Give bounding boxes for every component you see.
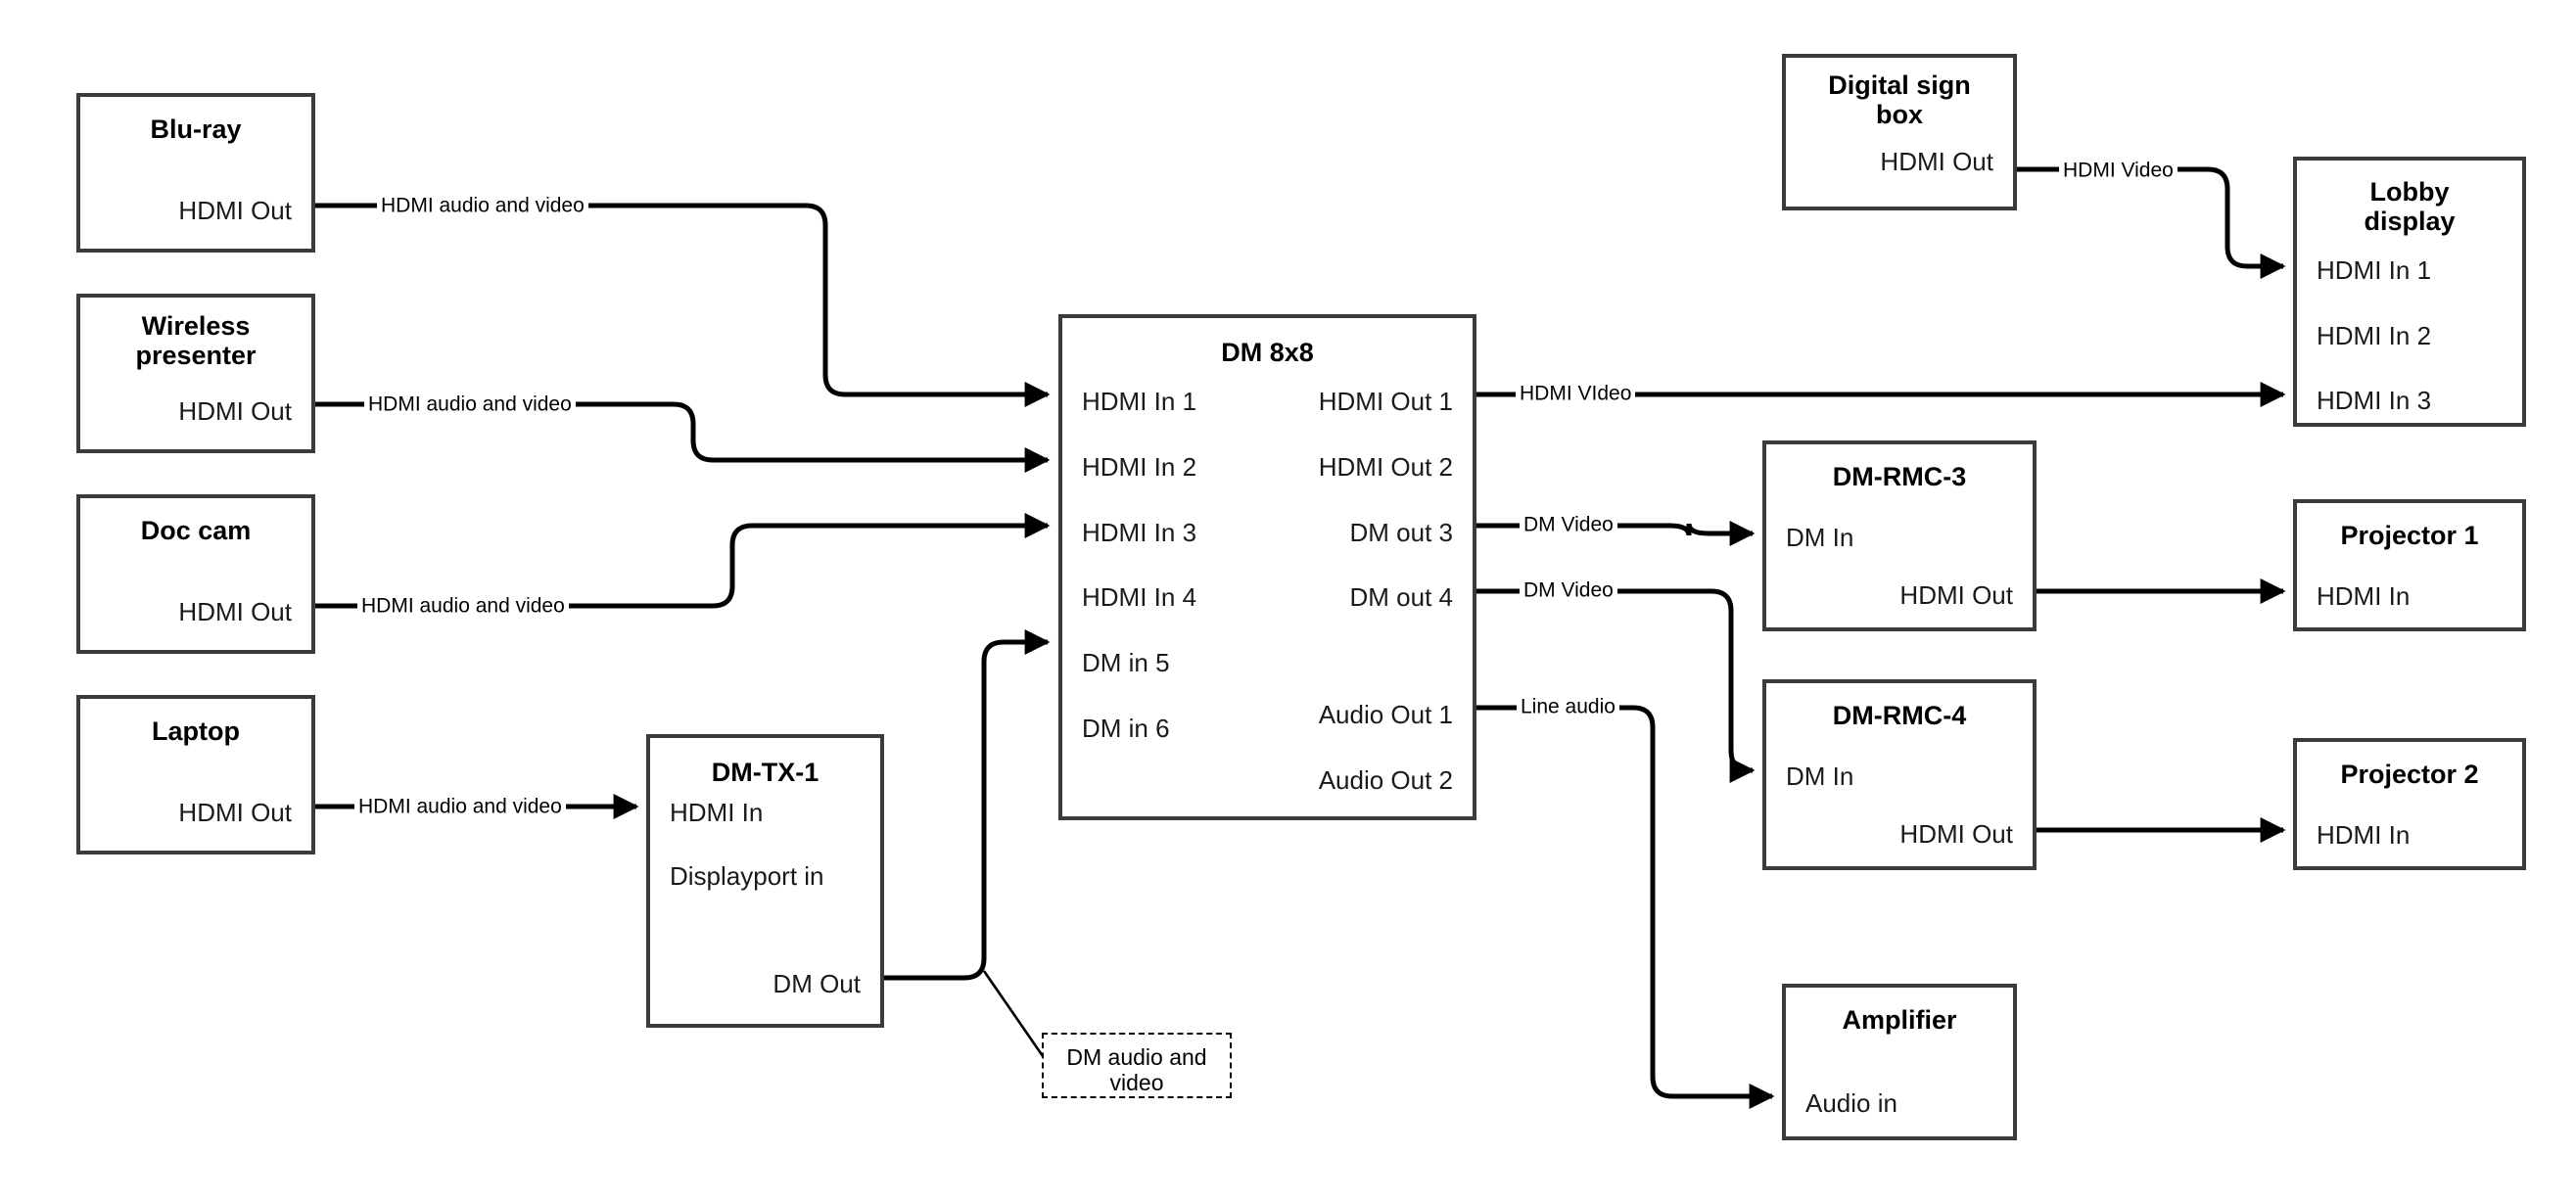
box-wireless-presenter[interactable]: Wireless presenter HDMI Out: [76, 294, 315, 453]
dm-rmc-4-port-hdmi-out: HDMI Out: [1899, 819, 2013, 849]
dm-8x8-port-dm-out-4: DM out 4: [1349, 582, 1454, 612]
note-line-2: video: [1109, 1070, 1164, 1095]
lobby-display-port-hdmi-in-3: HDMI In 3: [2317, 386, 2432, 415]
box-digital-sign-box[interactable]: Digital sign box HDMI Out: [1782, 54, 2017, 210]
digital-sign-box-title-line1: Digital sign: [1828, 70, 1971, 100]
dm-rmc-3-port-hdmi-out: HDMI Out: [1899, 580, 2013, 610]
dm-8x8-port-hdmi-in-2: HDMI In 2: [1082, 452, 1197, 482]
wire-bluray-to-dm88-in1: [315, 203, 1051, 407]
box-dm-rmc-3[interactable]: DM-RMC-3 DM In HDMI Out: [1762, 440, 2037, 631]
box-laptop[interactable]: Laptop HDMI Out: [76, 695, 315, 855]
note-line-1: DM audio and: [1066, 1044, 1207, 1070]
projector-1-port-hdmi-in: HDMI In: [2317, 581, 2411, 611]
box-dm-tx-1[interactable]: DM-TX-1 HDMI In Displayport in DM Out: [646, 734, 884, 1028]
lobby-display-port-hdmi-in-1: HDMI In 1: [2317, 255, 2432, 285]
box-blu-ray[interactable]: Blu-ray HDMI Out: [76, 93, 315, 253]
dm-rmc-3-port-dm-in: DM In: [1786, 523, 1854, 552]
box-projector-2[interactable]: Projector 2 HDMI In: [2293, 738, 2526, 870]
digital-sign-box-title-line2: box: [1875, 100, 1923, 129]
box-amplifier[interactable]: Amplifier Audio in: [1782, 984, 2017, 1140]
wire-label-wireless: HDMI audio and video: [364, 393, 576, 415]
lobby-display-title-line1: Lobby: [2369, 177, 2450, 207]
box-dm-rmc-4[interactable]: DM-RMC-4 DM In HDMI Out: [1762, 679, 2037, 870]
note-dm-audio-and-video: DM audio and video: [1042, 1033, 1232, 1098]
lobby-display-port-hdmi-in-2: HDMI In 2: [2317, 321, 2432, 350]
doc-cam-title: Doc cam: [140, 516, 252, 545]
blu-ray-port-hdmi-out: HDMI Out: [178, 196, 292, 225]
wire-label-line-audio: Line audio: [1517, 696, 1619, 717]
wireless-presenter-port-hdmi-out: HDMI Out: [178, 396, 292, 426]
dm-tx-1-port-dm-out: DM Out: [773, 969, 861, 998]
wire-label-doccam: HDMI audio and video: [357, 595, 569, 617]
wire-dmtx-to-dm88-in5: [884, 629, 1051, 981]
dm-rmc-4-title: DM-RMC-4: [1832, 701, 1967, 730]
dm-8x8-port-dm-out-3: DM out 3: [1349, 518, 1454, 547]
lobby-display-title-line2: display: [2364, 207, 2456, 236]
wire-label-laptop: HDMI audio and video: [354, 796, 566, 817]
box-doc-cam[interactable]: Doc cam HDMI Out: [76, 494, 315, 654]
wire-note-leader: [982, 970, 1045, 1057]
dm-8x8-port-audio-out-1: Audio Out 1: [1318, 700, 1453, 729]
projector-2-title: Projector 2: [2340, 760, 2479, 789]
box-projector-1[interactable]: Projector 1 HDMI In: [2293, 499, 2526, 631]
dm-8x8-port-hdmi-out-1: HDMI Out 1: [1318, 387, 1453, 416]
dm-tx-1-title: DM-TX-1: [711, 758, 820, 787]
dm-8x8-port-hdmi-in-1: HDMI In 1: [1082, 387, 1197, 416]
blu-ray-title: Blu-ray: [150, 115, 242, 144]
wireless-presenter-title-line1: Wireless: [141, 311, 251, 341]
wire-label-dm-video-out4: DM Video: [1520, 579, 1617, 601]
wire-label-hdmi-video-dsb: HDMI Video: [2059, 160, 2178, 181]
dm-8x8-port-dm-in-5: DM in 5: [1082, 648, 1170, 677]
amplifier-port-audio-in: Audio in: [1805, 1088, 1897, 1118]
laptop-title: Laptop: [152, 716, 240, 746]
wire-dsb-to-lobby-in1: [2017, 166, 2286, 279]
wire-label-hdmi-video-out1: HDMI VIdeo: [1516, 383, 1636, 404]
dm-8x8-port-hdmi-out-2: HDMI Out 2: [1318, 452, 1453, 482]
digital-sign-box-port-hdmi-out: HDMI Out: [1880, 147, 1993, 176]
projector-1-title: Projector 1: [2340, 521, 2479, 550]
doc-cam-port-hdmi-out: HDMI Out: [178, 597, 292, 626]
dm-8x8-port-dm-in-6: DM in 6: [1082, 714, 1170, 743]
amplifier-title: Amplifier: [1842, 1005, 1957, 1035]
wire-dm88-out4-to-rmc4: [1476, 588, 1756, 783]
dm-tx-1-port-displayport-in: Displayport in: [670, 861, 824, 891]
projector-2-port-hdmi-in: HDMI In: [2317, 820, 2411, 850]
wire-label-dm-video-out3: DM Video: [1520, 514, 1617, 535]
dm-rmc-3-title: DM-RMC-3: [1832, 462, 1967, 491]
wireless-presenter-title-line2: presenter: [135, 341, 257, 370]
box-lobby-display[interactable]: Lobby display HDMI In 1 HDMI In 2 HDMI I…: [2293, 157, 2526, 427]
dm-rmc-4-port-dm-in: DM In: [1786, 762, 1854, 791]
dm-tx-1-port-hdmi-in: HDMI In: [670, 798, 764, 827]
dm-8x8-port-hdmi-in-3: HDMI In 3: [1082, 518, 1197, 547]
wire-label-bluray: HDMI audio and video: [377, 195, 588, 216]
wire-dm88-audio1-to-amplifier: [1476, 705, 1775, 1109]
laptop-port-hdmi-out: HDMI Out: [178, 798, 292, 827]
dm-8x8-port-audio-out-2: Audio Out 2: [1318, 765, 1453, 795]
box-dm-8x8[interactable]: DM 8x8 HDMI In 1 HDMI In 2 HDMI In 3 HDM…: [1058, 314, 1476, 820]
dm-8x8-title: DM 8x8: [1221, 338, 1314, 367]
dm-8x8-port-hdmi-in-4: HDMI In 4: [1082, 582, 1197, 612]
